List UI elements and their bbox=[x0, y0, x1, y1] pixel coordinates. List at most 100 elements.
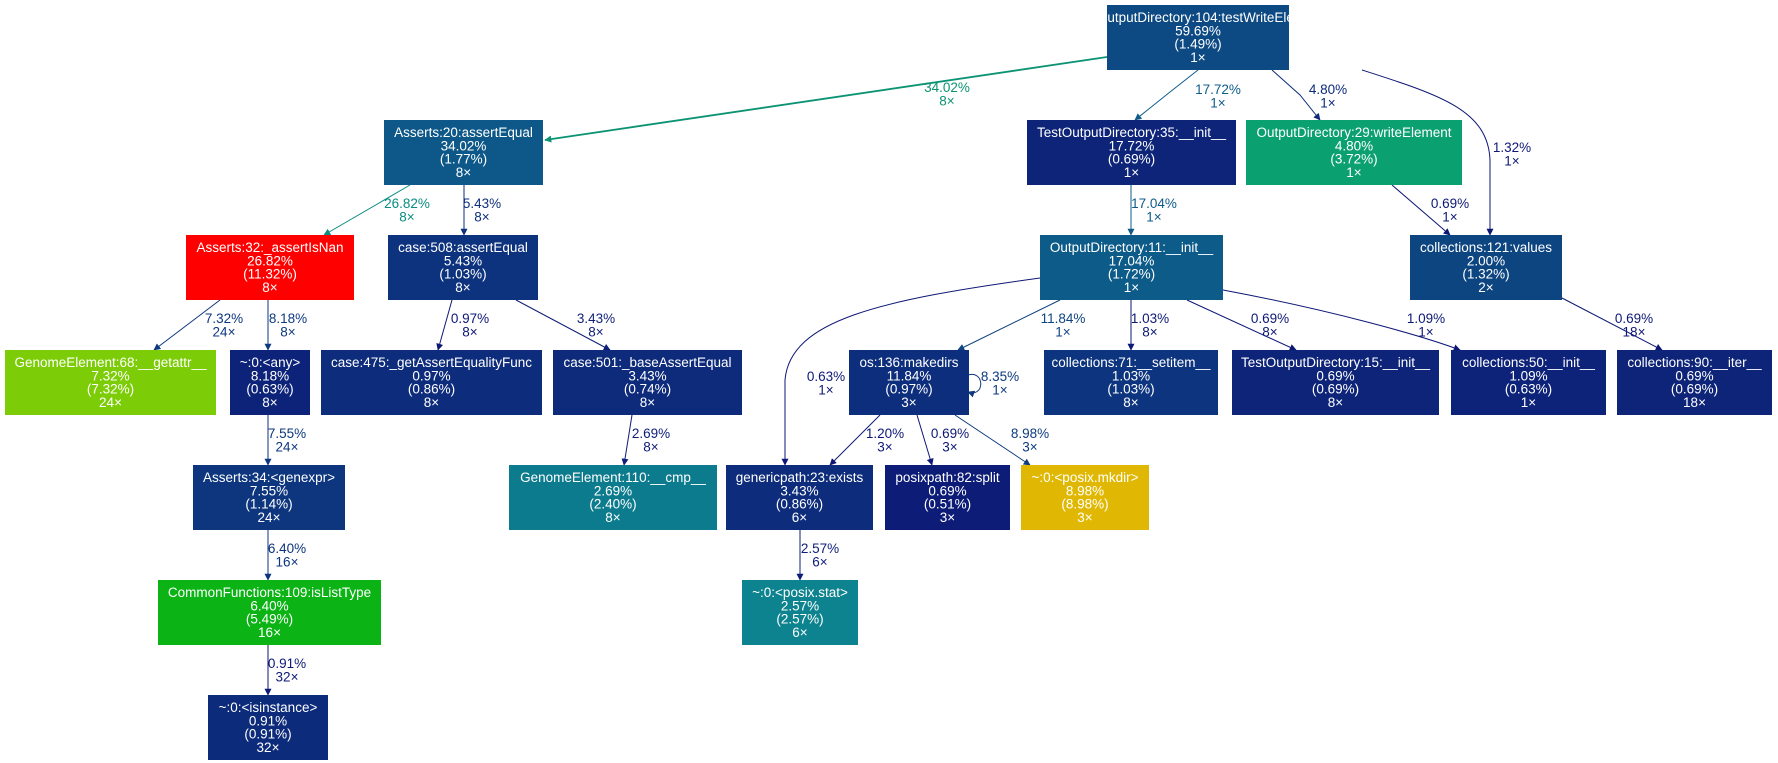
node-call-count: 8× bbox=[262, 280, 277, 295]
edge-line bbox=[323, 184, 411, 236]
node-call-count: 32× bbox=[257, 740, 280, 755]
node-box bbox=[509, 465, 717, 530]
graph-node-setitem[interactable]: collections:71:__setitem__1.03%(1.03%)8× bbox=[1044, 350, 1218, 415]
node-total-percent: 3.43% bbox=[628, 368, 666, 383]
graph-edge-makedirs-to-split: 0.69%3× bbox=[916, 414, 969, 466]
node-function-name: Asserts:20:assertEqual bbox=[394, 125, 533, 140]
node-function-name: collections:121:values bbox=[1420, 240, 1552, 255]
edge-call-count: 3× bbox=[1022, 439, 1037, 454]
node-self-percent: (1.14%) bbox=[245, 497, 292, 512]
node-box bbox=[885, 465, 1010, 530]
node-total-percent: 0.91% bbox=[249, 713, 287, 728]
edge-call-count: 8× bbox=[399, 209, 414, 224]
edge-percent: 0.69% bbox=[1431, 196, 1469, 211]
graph-edge-makedirs-to-mkdir: 8.98%3× bbox=[954, 414, 1049, 466]
graph-node-coll50[interactable]: collections:50:__init__1.09%(0.63%)1× bbox=[1451, 350, 1606, 415]
node-call-count: 1× bbox=[1521, 395, 1536, 410]
edge-call-count: 32× bbox=[276, 669, 299, 684]
graph-node-tod15[interactable]: TestOutputDirectory:15:__init__0.69%(0.6… bbox=[1232, 350, 1439, 415]
edge-line bbox=[781, 277, 1041, 466]
edge-line bbox=[1361, 69, 1494, 236]
node-box bbox=[1232, 350, 1439, 415]
edge-percent: 2.57% bbox=[801, 541, 839, 556]
graph-node-coll90[interactable]: collections:90:__iter__0.69%(0.69%)18× bbox=[1617, 350, 1772, 415]
node-self-percent: (1.49%) bbox=[1174, 37, 1221, 52]
node-total-percent: 5.43% bbox=[444, 253, 482, 268]
node-self-percent: (0.86%) bbox=[408, 382, 455, 397]
graph-edge-od_init-to-coll50: 1.09%1× bbox=[1222, 289, 1461, 352]
node-box bbox=[1027, 120, 1236, 185]
node-function-name: TestOutputDirectory:15:__init__ bbox=[1241, 355, 1431, 370]
node-total-percent: 1.09% bbox=[1509, 368, 1547, 383]
node-function-name: OutputDirectory:29:writeElement bbox=[1256, 125, 1451, 140]
node-function-name: ~:0:<posix.stat> bbox=[752, 585, 848, 600]
graph-edge-case501-to-cmp: 2.69%8× bbox=[621, 414, 670, 466]
node-total-percent: 2.57% bbox=[781, 598, 819, 613]
graph-node-genexpr[interactable]: Asserts:34:<genexpr>7.55%(1.14%)24× bbox=[193, 465, 345, 530]
graph-node-writeElement[interactable]: OutputDirectory:29:writeElement4.80%(3.7… bbox=[1246, 120, 1462, 185]
node-call-count: 1× bbox=[1124, 165, 1139, 180]
node-function-name: collections:50:__init__ bbox=[1462, 355, 1595, 370]
graph-node-case475[interactable]: case:475:_getAssertEqualityFunc0.97%(0.8… bbox=[321, 350, 542, 415]
node-box bbox=[321, 350, 542, 415]
graph-node-tod_init[interactable]: TestOutputDirectory:35:__init__17.72%(0.… bbox=[1027, 120, 1236, 185]
graph-node-cmp[interactable]: GenomeElement:110:__cmp__2.69%(2.40%)8× bbox=[509, 465, 717, 530]
graph-edge-values-to-coll90: 0.69%18× bbox=[1561, 297, 1663, 351]
edge-line bbox=[621, 414, 633, 466]
edge-line bbox=[957, 299, 1061, 351]
nodes-layer: TestOutputDirectory:104:testWriteElement… bbox=[5, 5, 1772, 760]
edge-line bbox=[1222, 289, 1461, 352]
edge-line bbox=[1186, 299, 1297, 351]
graph-edge-tod_init-to-od_init: 17.04%1× bbox=[1127, 185, 1177, 236]
graph-edge-makedirs-to-makedirs: 8.35%1× bbox=[967, 369, 1019, 398]
graph-node-od_init[interactable]: OutputDirectory:11:__init__17.04%(1.72%)… bbox=[1040, 235, 1223, 300]
node-total-percent: 0.69% bbox=[1675, 368, 1713, 383]
edge-call-count: 3× bbox=[877, 439, 892, 454]
edge-call-count: 8× bbox=[643, 439, 658, 454]
node-total-percent: 7.55% bbox=[250, 483, 288, 498]
node-call-count: 8× bbox=[605, 510, 620, 525]
node-call-count: 2× bbox=[1478, 280, 1493, 295]
node-self-percent: (0.51%) bbox=[924, 497, 971, 512]
graph-node-mkdir[interactable]: ~:0:<posix.mkdir>8.98%(8.98%)3× bbox=[1021, 465, 1149, 530]
node-total-percent: 6.40% bbox=[250, 598, 288, 613]
graph-node-stat[interactable]: ~:0:<posix.stat>2.57%(2.57%)6× bbox=[742, 580, 858, 645]
edge-call-count: 8× bbox=[1142, 324, 1157, 339]
node-function-name: posixpath:82:split bbox=[895, 470, 1000, 485]
graph-node-any[interactable]: ~:0:<any>8.18%(0.63%)8× bbox=[230, 350, 310, 415]
node-self-percent: (1.03%) bbox=[439, 267, 486, 282]
edge-percent: 6.40% bbox=[268, 541, 306, 556]
node-box bbox=[193, 465, 345, 530]
node-function-name: TestOutputDirectory:104:testWriteElement bbox=[1072, 10, 1324, 25]
node-total-percent: 8.18% bbox=[251, 368, 289, 383]
graph-node-isListType[interactable]: CommonFunctions:109:isListType6.40%(5.49… bbox=[158, 580, 381, 645]
edge-call-count: 1× bbox=[992, 382, 1007, 397]
node-function-name: collections:90:__iter__ bbox=[1627, 355, 1762, 370]
graph-node-isinstance[interactable]: ~:0:<isinstance>0.91%(0.91%)32× bbox=[208, 695, 328, 760]
edge-percent: 5.43% bbox=[463, 196, 501, 211]
node-call-count: 8× bbox=[640, 395, 655, 410]
graph-node-getattr[interactable]: GenomeElement:68:__getattr__7.32%(7.32%)… bbox=[5, 350, 216, 415]
node-call-count: 1× bbox=[1346, 165, 1361, 180]
graph-edge-root-to-values: 1.32%1× bbox=[1361, 69, 1531, 236]
graph-edge-isListType-to-isinstance: 0.91%32× bbox=[264, 645, 306, 696]
node-call-count: 8× bbox=[1328, 395, 1343, 410]
edge-line bbox=[967, 374, 982, 398]
node-function-name: ~:0:<any> bbox=[240, 355, 301, 370]
edge-percent: 8.98% bbox=[1011, 426, 1049, 441]
graph-edge-od_init-to-tod15: 0.69%8× bbox=[1186, 299, 1297, 351]
edges-layer: 34.02%8×17.72%1×4.80%1×1.32%1×26.82%8×5.… bbox=[153, 56, 1663, 696]
node-self-percent: (0.91%) bbox=[244, 727, 291, 742]
graph-node-root[interactable]: TestOutputDirectory:104:testWriteElement… bbox=[1072, 5, 1324, 70]
edge-percent: 0.91% bbox=[268, 656, 306, 671]
node-box bbox=[1107, 5, 1289, 70]
graph-edge-assertEqual-to-assertIsNan: 26.82%8× bbox=[323, 184, 430, 236]
